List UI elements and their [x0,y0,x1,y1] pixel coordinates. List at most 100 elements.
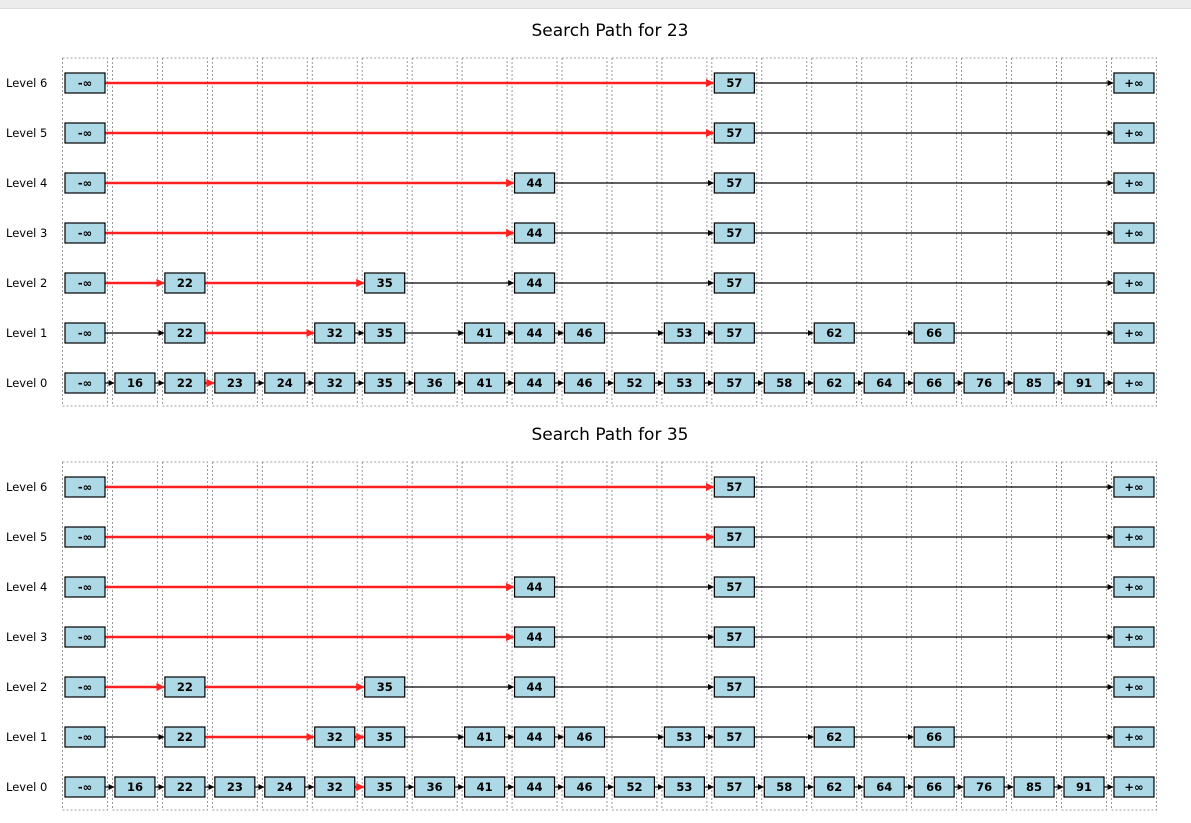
skip-list-node: 57 [713,776,755,798]
column-guide [62,57,108,407]
node-key: 35 [377,780,393,794]
node-key: -∞ [78,530,92,544]
node-box [464,322,506,344]
panel-search-35: Search Path for 35 Level 6-∞57+∞Level 5-… [6,425,1157,811]
column-guide [1061,57,1107,407]
skip-list-node: 91 [1063,372,1105,394]
node-key: 32 [327,780,343,794]
node-box [913,726,955,748]
skip-list-node: 35 [364,726,406,748]
node-box [64,526,106,548]
node-box [963,776,1005,798]
node-box [513,626,556,648]
skip-list-node: 44 [513,576,556,598]
node-key: 44 [527,226,543,240]
node-key: 76 [976,376,992,390]
node-key: -∞ [78,580,92,594]
node-box [1113,476,1155,498]
node-key: 35 [377,326,393,340]
node-box [114,776,156,798]
node-box [164,272,206,294]
node-key: 32 [327,326,343,340]
node-box [913,776,955,798]
node-box [1113,626,1155,648]
node-box [64,476,106,498]
node-key: -∞ [78,226,92,240]
node-key: 16 [127,376,143,390]
skip-list-node: +∞ [1113,476,1155,498]
skip-list-node: +∞ [1113,576,1155,598]
skip-list-node: 62 [813,322,855,344]
skip-list-node: 57 [713,526,755,548]
node-box [114,372,156,394]
skip-list-node: 41 [464,776,506,798]
node-key: -∞ [78,680,92,694]
skip-list-node: 24 [264,372,306,394]
skip-list-node: 64 [863,776,905,798]
node-key: 35 [377,680,393,694]
skip-list-node: 62 [813,726,855,748]
node-key: 66 [926,780,942,794]
node-key: 46 [576,730,592,744]
skip-list-node: 58 [763,372,805,394]
node-box [563,776,606,798]
skip-list-node: 44 [513,626,556,648]
skip-list-node: 91 [1063,776,1105,798]
level-label: Level 4 [6,176,47,190]
column-guide [861,461,908,811]
skip-list-node: 23 [214,776,256,798]
column-guide [961,57,1007,407]
skip-list-node: 57 [713,726,755,748]
skip-list-node: 53 [663,776,706,798]
node-key: 35 [377,276,393,290]
skip-list-node: -∞ [64,222,106,244]
skip-list-node: 22 [164,776,206,798]
node-key: 22 [177,276,193,290]
node-box [1113,322,1155,344]
node-key: 57 [726,326,742,340]
node-box [713,526,755,548]
node-box [64,272,106,294]
node-key: +∞ [1124,630,1143,644]
node-key: 85 [1026,780,1042,794]
node-key: +∞ [1124,376,1143,390]
node-key: -∞ [78,276,92,290]
node-box [863,372,905,394]
node-box [513,272,556,294]
skip-list-node: +∞ [1113,122,1155,144]
node-key: 57 [726,630,742,644]
node-key: 44 [527,580,543,594]
skip-list-node: 44 [513,272,556,294]
node-key: +∞ [1124,226,1143,240]
skip-list-node: 32 [314,322,356,344]
node-key: 41 [477,780,493,794]
node-key: 22 [177,730,193,744]
skip-list-node: -∞ [64,322,106,344]
column-guide [911,461,958,811]
skip-list-node: 46 [563,322,606,344]
node-box [364,372,406,394]
level-row: Level 5-∞57+∞ [6,122,1155,144]
node-key: 62 [826,376,842,390]
node-key: 66 [926,376,942,390]
skip-list-node: 41 [464,322,506,344]
skip-list-node: 66 [913,776,955,798]
column-guide [1011,57,1057,407]
node-box [464,726,506,748]
node-key: 16 [127,780,143,794]
node-key: +∞ [1124,780,1143,794]
node-key: 41 [477,326,493,340]
node-key: 57 [726,76,742,90]
skip-list-node: 44 [513,676,556,698]
level-label: Level 3 [6,226,47,240]
node-key: 64 [876,376,892,390]
skip-list-node: 76 [963,372,1005,394]
node-box [314,372,356,394]
skip-list-node: +∞ [1113,676,1155,698]
node-box [1113,726,1155,748]
node-box [513,322,556,344]
